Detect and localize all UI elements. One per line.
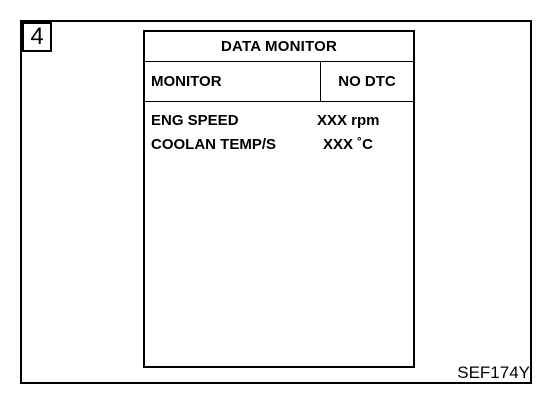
screen-title-text: DATA MONITOR [221, 38, 337, 55]
step-number-badge: 4 [22, 22, 52, 52]
screen-title: DATA MONITOR [145, 32, 413, 62]
figure-frame [20, 20, 532, 384]
monitor-data-list: ENG SPEED XXX rpm COOLAN TEMP/S XXX ˚C [151, 112, 407, 160]
data-label-eng-speed: ENG SPEED [151, 112, 239, 129]
monitor-header-row: MONITOR NO DTC [145, 62, 413, 102]
figure-code: SEF174Y [457, 363, 530, 382]
header-divider [320, 62, 321, 101]
dtc-status: NO DTC [338, 73, 396, 90]
step-number: 4 [30, 23, 44, 50]
consult-screen: DATA MONITOR MONITOR NO DTC ENG SPEED XX… [143, 30, 415, 368]
data-value-eng-speed: XXX rpm [317, 112, 380, 129]
data-row-eng-speed: ENG SPEED XXX rpm [151, 112, 407, 136]
data-row-coolant-temp: COOLAN TEMP/S XXX ˚C [151, 136, 407, 160]
monitor-header-label: MONITOR [151, 73, 222, 90]
data-label-coolant-temp: COOLAN TEMP/S [151, 136, 277, 153]
data-value-coolant-temp: XXX ˚C [323, 136, 374, 153]
